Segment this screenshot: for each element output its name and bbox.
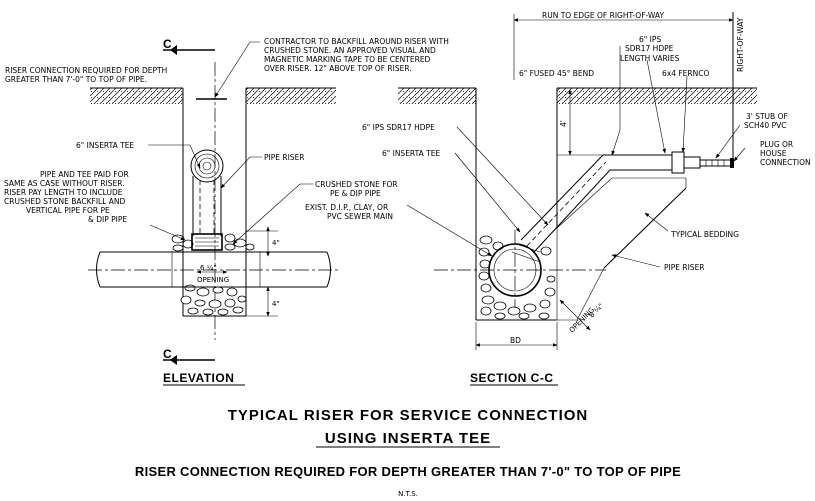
fernco — [671, 151, 685, 174]
cut-mark-top: C — [163, 37, 172, 51]
note-paid-1: PIPE AND TEE PAID FOR — [40, 170, 129, 179]
opening-label-left: OPENING — [197, 276, 229, 284]
note-pipe-riser-left: PIPE RISER — [264, 153, 305, 162]
scale-label: N.T.S. — [398, 490, 418, 498]
note-ips-2: SDR17 HDPE — [625, 44, 674, 53]
note-exist-1: EXIST. D.I.P., CLAY, OR — [305, 203, 388, 212]
note-inserta-tee-section: 6" INSERTA TEE — [382, 149, 440, 158]
note-fused-bend: 6" FUSED 45° BEND — [519, 69, 594, 78]
note-inserta-tee-left: 6" INSERTA TEE — [76, 141, 134, 150]
note-fernco: 6x4 FERNCO — [662, 69, 709, 78]
note-stub-2: SCH40 PVC — [744, 121, 786, 130]
crushed-stone-section — [478, 235, 556, 320]
typical-bedding — [556, 177, 687, 321]
cut-mark-bottom: C — [163, 347, 172, 361]
note-crushed-1: CRUSHED STONE FOR — [315, 180, 398, 189]
sewer-main-elevation — [100, 251, 327, 288]
note-riser-required-1: RISER CONNECTION REQUIRED FOR DEPTH — [5, 66, 167, 75]
section-view: RIGHT-OF-WAY RUN TO EDGE OF RIGHT-OF-WAY… — [398, 11, 757, 350]
elevation-view: 4" 4" 6 ¼" OPENING C C — [88, 37, 340, 365]
opening-dim-left: 6 ¼" — [200, 264, 217, 272]
note-paid-3: RISER PAY LENGTH TO INCLUDE — [4, 188, 123, 197]
requirement-title: RISER CONNECTION REQUIRED FOR DEPTH GREA… — [135, 464, 681, 479]
note-pipe-riser-section: PIPE RISER — [664, 263, 705, 272]
note-crushed-2: PE & DIP PIPE — [330, 189, 381, 198]
note-exist-2: PVC SEWER MAIN — [327, 212, 393, 221]
title-elevation: ELEVATION — [163, 371, 234, 385]
note-stub-1: 3' STUB OF — [746, 112, 788, 121]
right-of-way-label: RIGHT-OF-WAY — [736, 17, 745, 72]
dim-4in-upper: 4" — [272, 239, 280, 247]
note-plug-2: HOUSE — [760, 149, 787, 158]
note-ips-sdr17-section: 6" IPS SDR17 HDPE — [362, 123, 435, 132]
main-title-line2: USING INSERTA TEE — [325, 430, 491, 447]
dim-4in-lower: 4" — [272, 300, 280, 308]
note-riser-required-2: GREATER THAN 7'-0" TO TOP OF PIPE. — [5, 75, 147, 84]
ground-hatch-right-b — [557, 88, 757, 104]
section-riser-pipe — [520, 154, 672, 253]
dim-bd: BD — [510, 336, 521, 345]
note-ips-3: LENGTH VARIES — [620, 54, 680, 63]
title-section: SECTION C-C — [470, 371, 554, 385]
note-ips-1: 6" IPS — [639, 35, 661, 44]
run-to-edge-label: RUN TO EDGE OF RIGHT-OF-WAY — [542, 11, 664, 20]
note-paid-6: & DIP PIPE — [88, 215, 127, 224]
plug — [730, 158, 734, 168]
main-title-line1: TYPICAL RISER FOR SERVICE CONNECTION — [228, 407, 589, 424]
note-typical-bedding: TYPICAL BEDDING — [670, 230, 739, 239]
note-backfill-3: MAGNETIC MARKING TAPE TO BE CENTERED — [264, 55, 431, 64]
note-backfill-2: CRUSHED STONE. AN APPROVED VISUAL AND — [264, 46, 436, 55]
note-plug-1: PLUG OR — [760, 140, 793, 149]
ground-hatch-left-b — [246, 88, 336, 104]
note-paid-5: VERTICAL PIPE FOR PE — [26, 206, 110, 215]
note-plug-3: CONNECTION — [760, 158, 811, 167]
inserta-tee-body — [191, 233, 223, 251]
note-backfill-4: OVER RISER. 12" ABOVE TOP OF RISER. — [264, 64, 412, 73]
ground-hatch-left-a — [90, 88, 183, 104]
note-paid-4: CRUSHED STONE BACKFILL AND — [4, 197, 126, 206]
inserta-tee-plan — [190, 149, 224, 183]
ground-hatch-right-a — [398, 88, 476, 104]
dim-4ft: 4' — [559, 120, 568, 127]
note-backfill-1: CONTRACTOR TO BACKFILL AROUND RISER WITH — [264, 37, 449, 46]
note-paid-2: SAME AS CASE WITHOUT RISER. — [4, 179, 125, 188]
